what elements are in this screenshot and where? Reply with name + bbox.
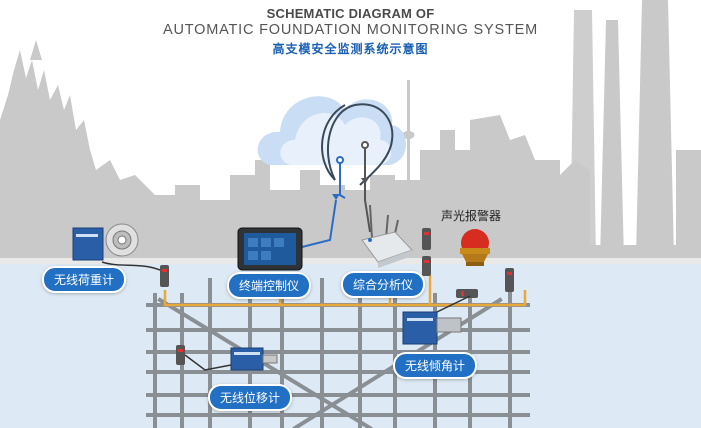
diagram-title-en-line2: AUTOMATIC FOUNDATION MONITORING SYSTEM: [163, 22, 538, 38]
label-alarm: 声光报警器: [441, 209, 502, 223]
signal-lines: [297, 141, 371, 249]
sensor-node: [505, 268, 514, 292]
label-displacement-meter: 无线位移计: [208, 384, 293, 411]
sensor-node: [422, 256, 431, 276]
sensor-nodes: [160, 228, 514, 365]
sensor-node: [422, 228, 431, 250]
tilt-meter-device: [402, 295, 471, 345]
sensor-node: [160, 265, 169, 287]
sensor-node: [176, 345, 185, 365]
label-load-meter: 无线荷重计: [42, 266, 127, 293]
alarm-light-device: [460, 229, 490, 266]
displacement-meter-device: [184, 347, 278, 371]
label-analyzer: 综合分析仪: [341, 271, 426, 298]
analyzer-router-device: [361, 204, 413, 268]
diagram-title-cn: 高支模安全监测系统示意图: [272, 42, 429, 56]
terminal-tablet-device: [237, 227, 303, 271]
load-meter-device: [72, 223, 161, 271]
cloud-icon: [257, 96, 406, 186]
sensor-node: [456, 289, 478, 298]
label-tilt-meter: 无线倾角计: [393, 352, 478, 379]
label-terminal: 终端控制仪: [227, 272, 312, 299]
diagram-title-en-line1: SCHEMATIC DIAGRAM OF: [266, 6, 435, 21]
